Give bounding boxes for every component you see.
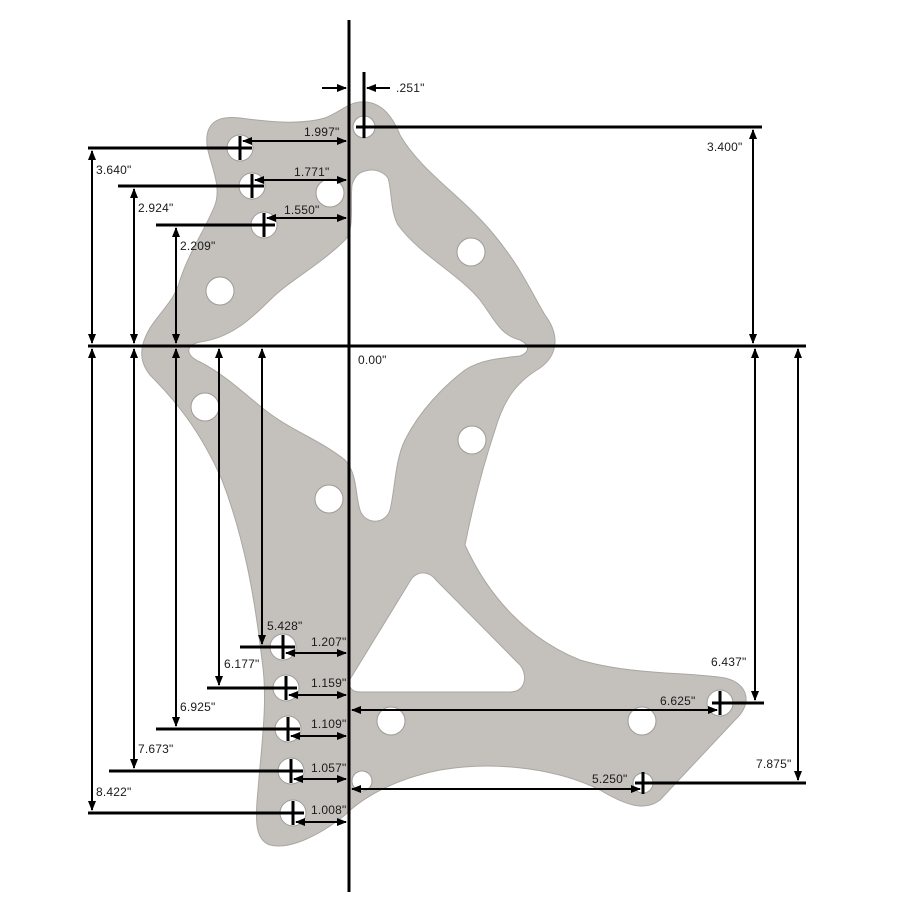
dimension-label-h5: 1.159" [311, 676, 347, 690]
hole-centers [238, 136, 722, 825]
dimension-label-v11: 7.875" [756, 757, 792, 771]
dimension-label-h7: 1.057" [311, 761, 347, 775]
extension-lines [88, 72, 806, 815]
horizontal-dimension-arrows [242, 84, 718, 826]
dimension-label-h6: 1.109" [311, 717, 347, 731]
dimension-label-h9: 6.625" [660, 694, 696, 708]
dimension-label-h2: 1.771" [294, 165, 330, 179]
dimension-label-h10: 5.250" [592, 772, 628, 786]
dimension-label-v8: 7.673" [138, 742, 174, 756]
dimension-label-v10: 6.437" [711, 655, 747, 669]
reference-axes [88, 20, 806, 892]
dimension-label-h8: 1.008" [311, 803, 347, 817]
dimension-label-h3: 1.550" [284, 203, 320, 217]
dimension-label-v6: 6.177" [224, 657, 260, 671]
dimension-label-v9: 8.422" [96, 785, 132, 799]
offset-dimension-label: .251" [396, 81, 425, 95]
dimension-label-v7: 6.925" [180, 700, 216, 714]
dimension-label-v3: 2.924" [138, 201, 174, 215]
mounting-holes [190, 115, 734, 827]
origin-label: 0.00" [358, 353, 387, 367]
dimension-label-h4: 1.207" [311, 635, 347, 649]
dimension-label-v1: 3.400" [707, 140, 743, 154]
dimension-label-h1: 1.997" [304, 125, 340, 139]
dimension-label-v4: 2.209" [180, 239, 216, 253]
dimension-label-v2: 3.640" [96, 163, 132, 177]
bracket-plate [141, 101, 747, 847]
vertical-dimension-arrows [88, 129, 802, 811]
dimension-label-v5: 5.428" [267, 619, 303, 633]
